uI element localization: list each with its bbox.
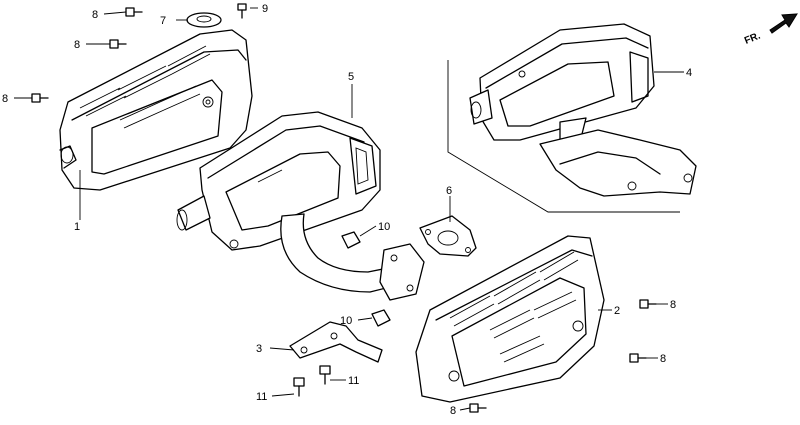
bolt-icon: [629, 353, 647, 363]
part-2-protector-right: [415, 235, 605, 403]
part-6-gasket: [419, 215, 477, 257]
bolt-icon: [109, 39, 127, 49]
callout-5: 5: [348, 71, 354, 83]
callout-8: 8: [660, 353, 666, 365]
bolt-icon: [639, 299, 657, 309]
part-7-grommet: [186, 12, 222, 28]
callout-3: 3: [256, 343, 262, 355]
callout-10: 10: [378, 221, 390, 233]
bolt-icon: [319, 365, 331, 385]
part-5-muffler-left: [176, 111, 425, 301]
callout-9: 9: [262, 3, 268, 15]
callout-8: 8: [2, 93, 8, 105]
callout-10: 10: [340, 315, 352, 327]
callout-6: 6: [446, 185, 452, 197]
callout-2: 2: [614, 305, 620, 317]
callout-8: 8: [450, 405, 456, 417]
nut-icon: [341, 231, 361, 249]
callout-8: 8: [74, 39, 80, 51]
front-arrow-icon: [769, 13, 798, 34]
bolt-icon: [125, 7, 143, 17]
part-4-muffler-assembly: [447, 23, 697, 213]
callout-11: 11: [256, 391, 267, 403]
nut-icon: [371, 309, 391, 327]
front-direction-indicator: FR.: [743, 13, 798, 47]
bolt-icon: [469, 403, 487, 413]
callout-11: 11: [348, 375, 359, 387]
part-3-bracket: [289, 321, 383, 363]
leader-lines: [14, 7, 684, 411]
callout-4: 4: [686, 67, 692, 79]
screw-icon: [237, 3, 247, 19]
front-label: FR.: [743, 30, 762, 46]
callout-labels: 8 7 9 8 8 1 5 6 10 10 3 4 2 8 8 8 11 11: [2, 3, 692, 417]
callout-8: 8: [92, 9, 98, 21]
bolt-icon: [293, 377, 305, 397]
callout-8: 8: [670, 299, 676, 311]
bolt-icon: [31, 93, 49, 103]
callout-7: 7: [160, 15, 166, 27]
callout-1: 1: [74, 221, 80, 233]
part-1-protector-left: [59, 29, 253, 191]
